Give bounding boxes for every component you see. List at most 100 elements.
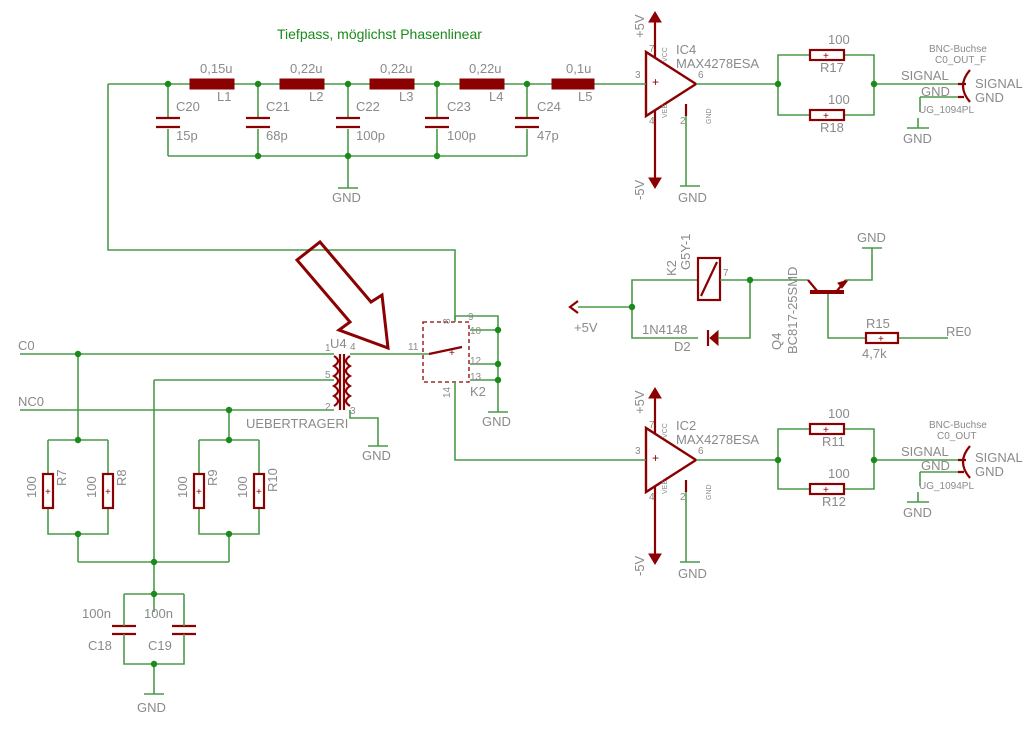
transformer-pin-4: 4 [350, 342, 356, 353]
r17-value: 100 [828, 32, 850, 47]
transistor-gnd-label: GND [857, 230, 886, 245]
out-bot-gnd-net: GND [921, 458, 950, 473]
ic4-pin-gnd: 2 [680, 116, 686, 127]
ic4-pin-vcc: 7 [649, 44, 655, 55]
r7-value: 100 [24, 476, 39, 498]
r15-name: R15 [866, 316, 890, 331]
transistor-name: Q4 [769, 333, 784, 350]
resistor-r11 [808, 422, 846, 436]
l1-value: 0,15u [200, 61, 233, 76]
input-network: C0 NC0 + + + + 100 R7 100 R8 100 R9 100 … [18, 338, 280, 715]
relay-supply-label: +5V [574, 320, 598, 335]
switch-pin-12: 12 [470, 356, 482, 367]
r10-name: R10 [265, 468, 280, 492]
switch-pin-8: 8 [442, 318, 453, 324]
output-top: + + 100 R17 100 R18 SIGNAL GND BNC-Buchs… [774, 32, 1023, 146]
transformer-pin-2: 2 [325, 402, 331, 413]
out-top-net: SIGNAL [901, 68, 949, 83]
ic2-vee-label: VEE [662, 480, 669, 494]
bnc-bottom-label: BNC-Buchse [929, 420, 987, 431]
ic2-rail-neg: -5V [632, 555, 647, 576]
switch-name: K2 [470, 384, 486, 399]
ic4-pin-in: 3 [635, 70, 641, 81]
c19-value: 100n [144, 606, 173, 621]
ic4-pin-out: 6 [698, 70, 704, 81]
bnc-top-part: UG_1094PL [919, 105, 974, 116]
ic2-pin-vee: 4 [649, 492, 655, 503]
c19-name: C19 [148, 638, 172, 653]
ic2-vcc-label: VCC [662, 423, 669, 438]
svg-text:+: + [823, 51, 829, 62]
r8-value: 100 [84, 476, 99, 498]
l3-name: L3 [399, 89, 413, 104]
c18-value: 100n [82, 606, 111, 621]
c23-value: 100p [447, 128, 476, 143]
diode-d2 [709, 329, 719, 347]
inductor-l2 [279, 78, 325, 90]
ic2-pin-out: 6 [698, 446, 704, 457]
inductor-l1 [189, 78, 235, 90]
bnc-top-conn: C0_OUT_F [935, 55, 986, 66]
bnc-bottom-part: UG_1094PL [919, 481, 974, 492]
svg-text:+: + [449, 348, 455, 359]
bnc-bottom-pin-gnd: GND [975, 464, 1004, 479]
r10-value: 100 [235, 476, 250, 498]
transistor-net-re0: RE0 [946, 324, 971, 339]
c22-name: C22 [356, 99, 380, 114]
svg-text:+: + [823, 111, 829, 122]
c21-value: 68p [266, 128, 288, 143]
l4-value: 0,22u [469, 61, 502, 76]
transformer-pin-3: 3 [350, 406, 356, 417]
r12-value: 100 [828, 466, 850, 481]
inductor-l4 [459, 78, 505, 90]
capacitor-c22: C22 100p [336, 84, 385, 156]
l1-name: L1 [217, 89, 231, 104]
bnc-top-symbol [961, 69, 971, 103]
bnc-top-pin-gnd: GND [975, 90, 1004, 105]
relay-driver: +5V K2 G5Y-1 7 1N4148 D2 GND Q4 BC817-25… [568, 230, 971, 361]
switch-pin-13: 13 [470, 372, 482, 383]
transformer-label: UEBERTRAGERI [246, 416, 348, 431]
l4-name: L4 [489, 89, 503, 104]
c23-name: C23 [447, 99, 471, 114]
transformer-u4: 1 5 2 4 3 U4 UEBERTRAGERI GND [20, 336, 402, 463]
relay-coil-pin: 7 [723, 268, 729, 279]
schematic-title: Tiefpass, möglichst Phasenlinear [277, 26, 482, 42]
capacitors-c18-c19 [112, 624, 196, 636]
capacitor-c20: C20 15p [156, 84, 200, 156]
bnc-top-pin-signal: SIGNAL [975, 76, 1023, 91]
ic2-gnd-label: GND [678, 566, 707, 581]
r18-name: R18 [820, 120, 844, 135]
bnc-top-label: BNC-Buchse [929, 44, 987, 55]
ic2-pin-gnd: 2 [680, 492, 686, 503]
output-bottom: + + 100 R11 100 R12 SIGNAL GND BNC-Buchs… [774, 406, 1023, 520]
r7-name: R7 [54, 469, 69, 486]
r17-name: R17 [820, 60, 844, 75]
ic4-rail-neg: -5V [632, 179, 647, 200]
ic2-part: MAX4278ESA [676, 432, 759, 447]
inductor-l5 [551, 78, 595, 90]
r18-value: 100 [828, 92, 850, 107]
net-c0: C0 [18, 338, 35, 353]
resistor-r8 [101, 472, 115, 510]
filter-gnd-label: GND [332, 190, 361, 205]
svg-text:+: + [823, 485, 829, 496]
ic4-rail-pos: +5V [632, 14, 647, 38]
resistor-r10 [252, 472, 266, 510]
bnc-top-gnd-symbol: GND [903, 131, 932, 146]
l2-name: L2 [309, 89, 323, 104]
resistor-r18 [808, 108, 846, 122]
ic4-gnd-pin-label: GND [706, 108, 713, 124]
capacitor-c23: C23 100p [425, 84, 476, 156]
svg-text:+: + [823, 425, 829, 436]
ic4-plus-sign: + [652, 75, 659, 89]
relay-coil-part: G5Y-1 [678, 234, 693, 270]
out-bot-net: SIGNAL [901, 444, 949, 459]
l5-value: 0,1u [566, 61, 591, 76]
transistor-part: BC817-25SMD [785, 267, 800, 354]
r15-value: 4,7k [862, 346, 887, 361]
c21-name: C21 [266, 99, 290, 114]
resistor-r7 [41, 472, 55, 510]
svg-text:+: + [256, 487, 262, 498]
bnc-bottom-symbol [961, 445, 971, 479]
